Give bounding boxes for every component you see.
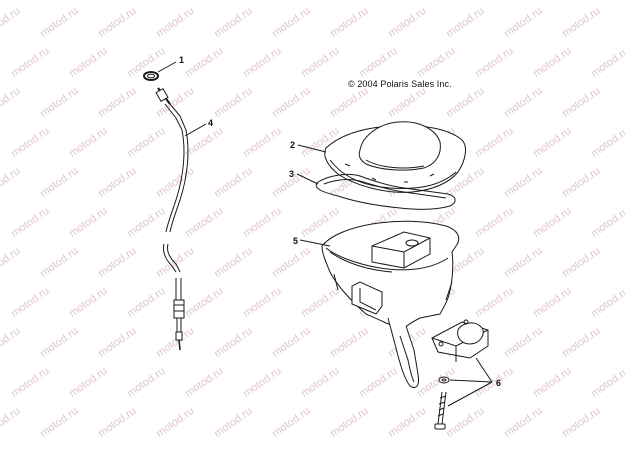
callout-4: 4 [208,118,214,128]
tank-cover-icon [324,121,466,193]
callout-1: 1 [179,55,185,65]
bracket-screw-icon [431,319,489,430]
o-ring-icon [143,71,159,81]
housing-icon [321,220,460,388]
callout-3: 3 [289,169,295,179]
gasket-icon [315,173,456,210]
callout-2: 2 [290,140,296,150]
callout-5: 5 [293,236,299,246]
copyright-notice: © 2004 Polaris Sales Inc. [348,79,452,89]
callout-6: 6 [496,378,502,388]
cable-icon [155,87,189,351]
